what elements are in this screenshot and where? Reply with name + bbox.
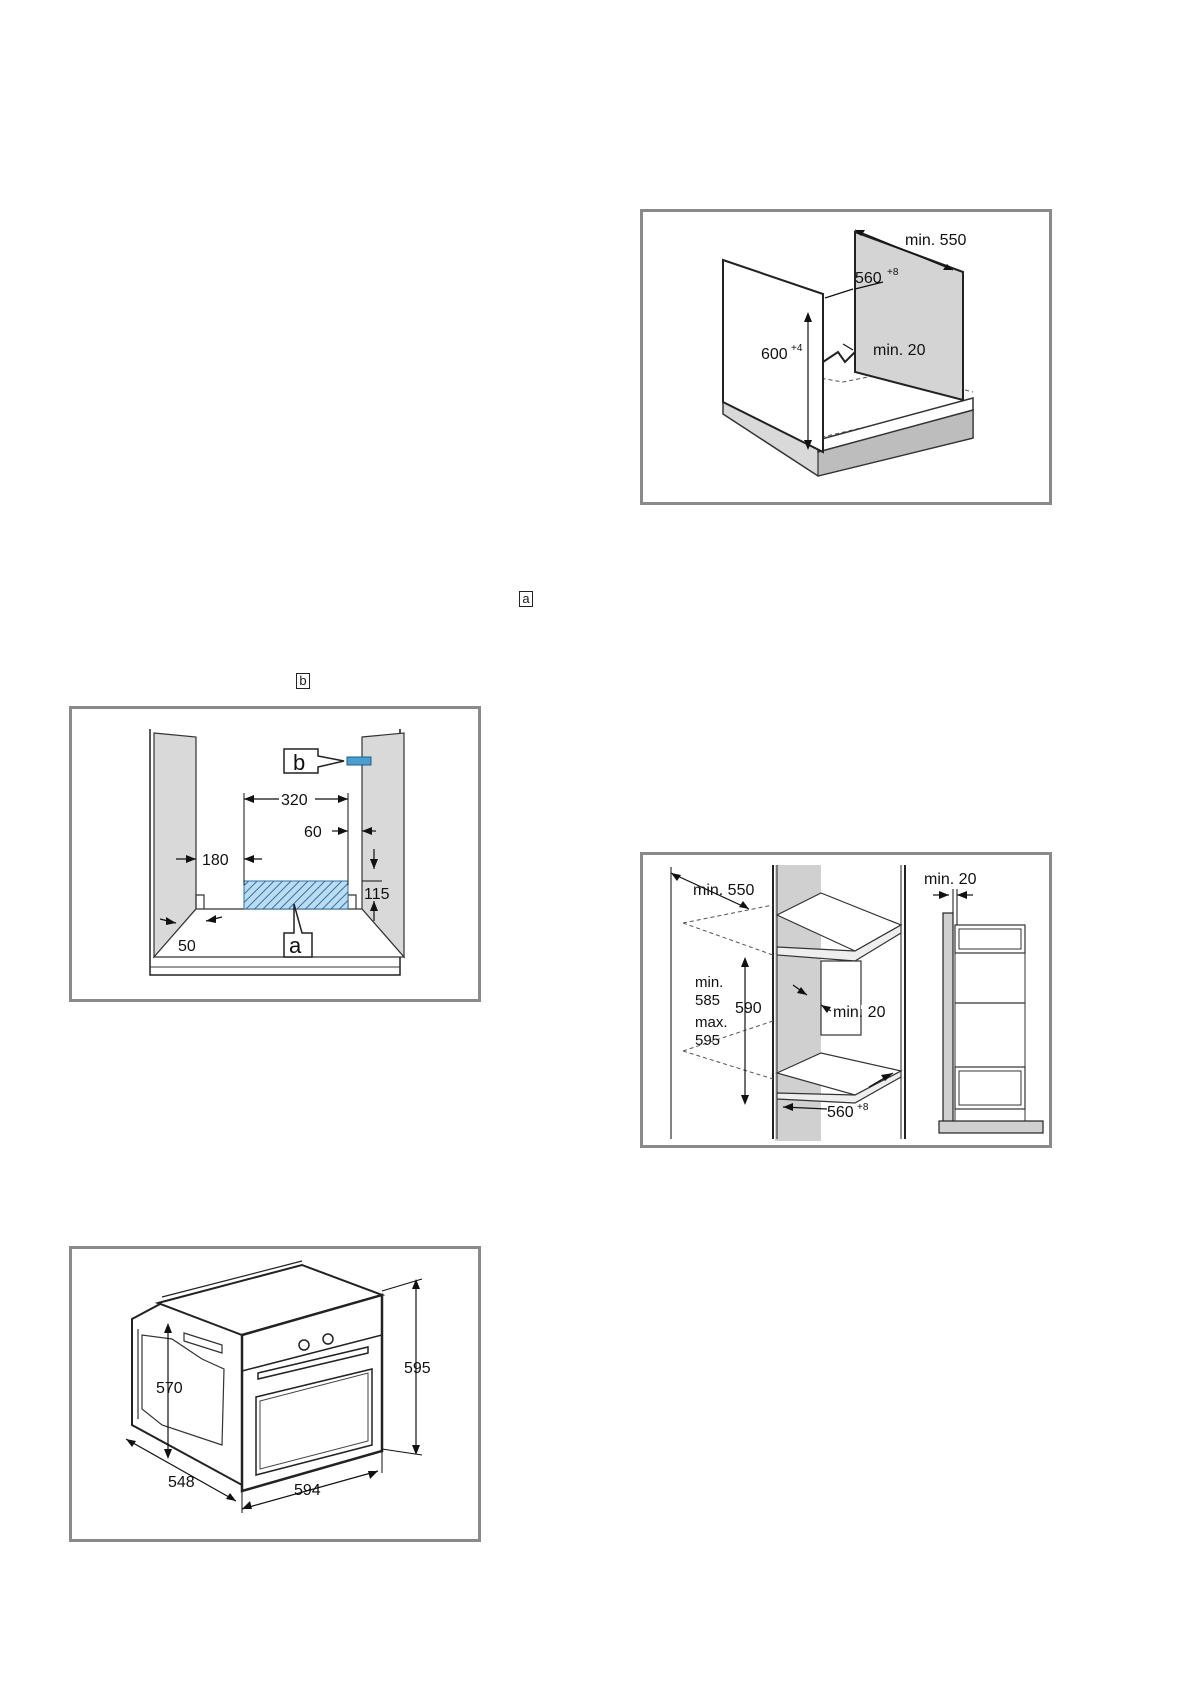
under-counter-diagram: min. 550 560 +8 600 +4 min. 20 [722,229,974,477]
dim-gap-min-20: min. 20 [873,342,926,359]
callout-a: a [289,933,302,958]
dim-320: 320 [281,792,308,809]
dim-width-560: 560 [855,270,882,287]
figure-tall-unit-installation: min. 550 min. 585 590 max. 595 min. 20 5… [640,852,1052,1148]
dim-inner-gap-min-20: min. 20 [833,1004,886,1021]
bracket-b [346,756,372,766]
dim-height-min-label: min. [695,974,723,991]
socket-zone-diagram: b a 320 60 180 115 50 [149,729,406,976]
socket-zone-hatch [243,880,349,910]
marker-a: a [519,591,533,607]
tall-unit-diagram: min. 550 min. 585 590 max. 595 min. 20 5… [670,865,1044,1141]
dim-depth-min-550: min. 550 [905,232,966,249]
dim-height-600: 600 [761,346,788,363]
dim-height-590: 590 [735,1000,762,1017]
dim-width-tolerance: +8 [857,1102,869,1113]
dim-180: 180 [202,852,229,869]
dim-depth-548: 548 [168,1474,195,1491]
callout-b: b [293,750,305,775]
dim-width-tolerance: +8 [887,267,899,278]
dim-50: 50 [178,938,196,955]
figure-under-counter-installation: min. 550 560 +8 600 +4 min. 20 [640,209,1052,505]
dim-inner-depth-570: 570 [156,1380,183,1397]
dim-height-max-label: max. [695,1014,728,1031]
dim-115: 115 [364,886,390,903]
dim-height-595: 595 [404,1360,431,1377]
dim-rear-gap-min-20: min. 20 [924,871,977,888]
door-handle-icon [257,1346,369,1380]
dim-width-594: 594 [294,1482,321,1499]
dim-height-min-value: 585 [695,992,720,1009]
figure-appliance-dimensions: 595 594 548 570 [69,1246,481,1542]
appliance-diagram: 595 594 548 570 [125,1260,431,1513]
dim-height-tolerance: +4 [791,343,803,354]
knob-left-icon [298,1339,310,1351]
dim-60: 60 [304,824,322,841]
marker-b: b [296,673,310,689]
figure-socket-zone: b a 320 60 180 115 50 [69,706,481,1002]
dim-height-max-value: 595 [695,1032,720,1049]
dim-width-560: 560 [827,1104,854,1121]
dim-depth-min-550: min. 550 [693,882,754,899]
knob-right-icon [322,1333,334,1345]
